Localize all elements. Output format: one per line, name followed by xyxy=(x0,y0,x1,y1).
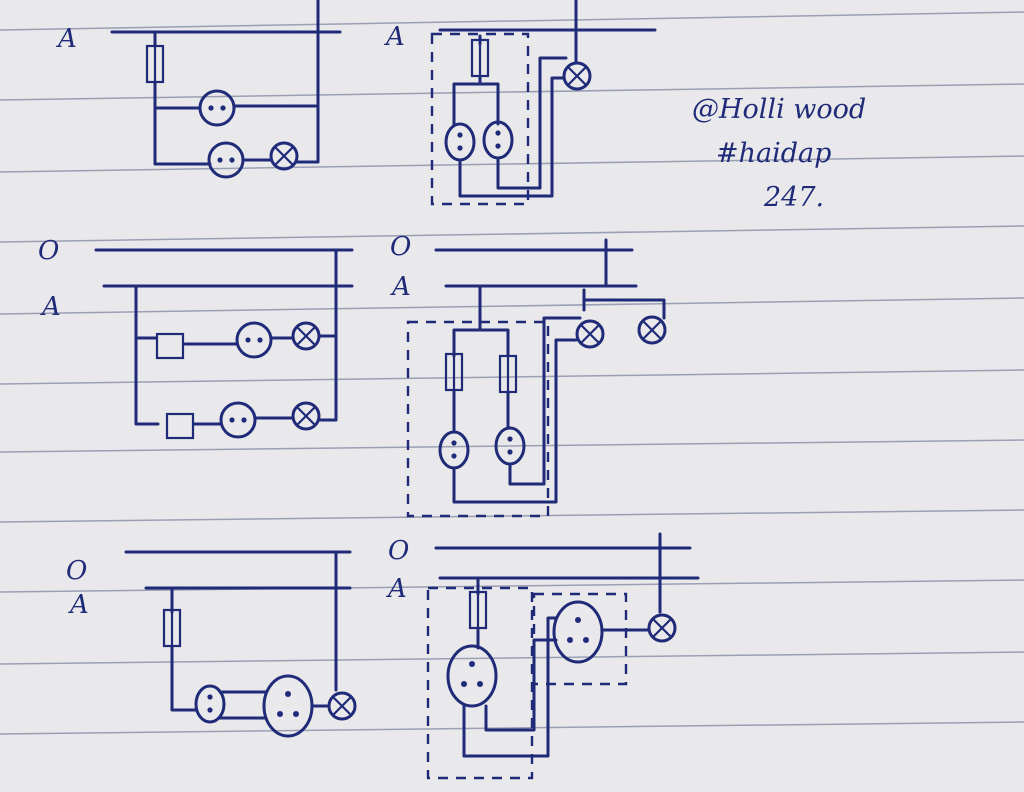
phase-label: A xyxy=(42,292,61,322)
note-hashtag: #haidap xyxy=(716,138,832,169)
switch-icon xyxy=(444,122,476,162)
phase-label: A xyxy=(388,574,407,604)
fuse-icon xyxy=(155,332,185,360)
neutral-label: O xyxy=(388,536,410,566)
neutral-label: O xyxy=(66,556,88,586)
socket-icon xyxy=(235,321,273,359)
phase-label: A xyxy=(58,24,77,54)
lamp-icon xyxy=(291,321,321,351)
phase-label: A xyxy=(392,272,411,302)
lamp-icon xyxy=(327,691,357,721)
lamp-icon xyxy=(637,315,667,345)
fuse-icon xyxy=(165,412,195,440)
ruled-lines xyxy=(0,11,1024,735)
lamp-icon xyxy=(575,319,605,349)
fuse-icon xyxy=(444,352,464,392)
switch-icon xyxy=(482,120,514,160)
fuse-icon xyxy=(162,608,182,648)
phase-label: A xyxy=(70,590,89,620)
neutral-label: O xyxy=(38,236,60,266)
circuit-diagram-2 xyxy=(430,0,657,206)
fuse-icon xyxy=(470,38,490,78)
circuit-diagram-5 xyxy=(124,550,357,738)
lamp-icon xyxy=(647,613,677,643)
socket-icon xyxy=(219,401,257,439)
three-pin-socket-icon xyxy=(446,644,498,708)
fuse-icon xyxy=(145,44,165,84)
fuse-icon xyxy=(468,590,488,630)
circuit-diagram-6 xyxy=(426,532,700,780)
three-pin-socket-icon xyxy=(552,600,604,664)
lamp-icon xyxy=(269,141,299,171)
note-handle: @Holli wood xyxy=(692,94,867,125)
neutral-label: O xyxy=(390,232,412,262)
three-pin-socket-icon xyxy=(262,674,314,738)
fuse-icon xyxy=(498,354,518,394)
phase-label: A xyxy=(386,22,405,52)
socket-icon xyxy=(207,141,245,179)
switch-icon xyxy=(438,430,470,470)
note-number: 247. xyxy=(764,182,825,213)
circuit-diagram-4 xyxy=(406,238,667,518)
lamp-icon xyxy=(562,61,592,91)
circuit-diagram-1 xyxy=(110,0,342,179)
circuit-diagram-3 xyxy=(94,248,354,440)
lamp-icon xyxy=(291,401,321,431)
